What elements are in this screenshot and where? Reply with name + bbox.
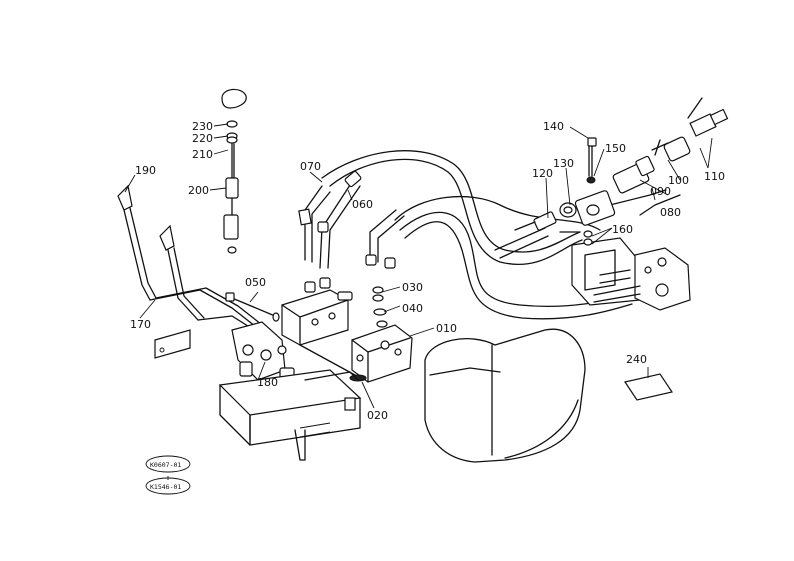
valve-130 [559, 190, 616, 226]
label-180: 180 [257, 376, 278, 389]
rod-050 [225, 292, 280, 322]
label-050: 050 [245, 276, 266, 289]
label-150: 150 [605, 142, 626, 155]
badge-bottom-oval [145, 477, 191, 495]
label-160: 160 [612, 223, 633, 236]
part-labels: 230 220 210 200 190 170 050 070 060 030 … [130, 120, 725, 422]
hose-group [321, 150, 633, 320]
label-080: 080 [660, 206, 681, 219]
lower-frame [218, 369, 362, 461]
lever-190 [117, 184, 157, 301]
fittings-060-070 [298, 170, 405, 269]
label-140: 140 [543, 120, 564, 133]
washer-150 [586, 176, 596, 184]
leader-lines [124, 123, 713, 480]
tank-housing [424, 328, 586, 463]
control-valve-010 [351, 324, 413, 383]
reference-badges: K0607-01 K1546-01 [145, 455, 191, 495]
label-200: 200 [188, 184, 209, 197]
label-090: 090 [650, 185, 671, 198]
label-030: 030 [402, 281, 423, 294]
label-010: 010 [436, 322, 457, 335]
badge-top-oval [145, 455, 191, 473]
label-110: 110 [704, 170, 725, 183]
fitting-090 [612, 155, 655, 194]
badge-bottom-text: K1546-01 [150, 483, 181, 491]
label-240: 240 [626, 353, 647, 366]
label-070: 070 [300, 160, 321, 173]
fitting-100 [651, 136, 691, 162]
label-120: 120 [532, 167, 553, 180]
clevis-180 [231, 321, 295, 385]
label-040: 040 [402, 302, 423, 315]
fitting-120 [494, 211, 557, 259]
bracket-080-line [609, 189, 667, 206]
label-060: 060 [352, 198, 373, 211]
label-100: 100 [668, 174, 689, 187]
label-230: 230 [192, 120, 213, 133]
badge-top-text: K0607-01 [150, 461, 181, 469]
lever-bracket [154, 329, 191, 359]
valve-body-right [559, 230, 691, 311]
label-170: 170 [130, 318, 151, 331]
label-190: 190 [135, 164, 156, 177]
knob-230 [221, 88, 247, 109]
label-130: 130 [553, 157, 574, 170]
label-020: 020 [367, 409, 388, 422]
bolt-140 [587, 137, 597, 177]
gasket-240 [624, 373, 673, 401]
label-210: 210 [192, 148, 213, 161]
label-220: 220 [192, 132, 213, 145]
washers-030-040 [372, 286, 388, 328]
spring-220-210 [226, 120, 238, 179]
valve-block-left [281, 277, 356, 376]
fitting-110 [687, 97, 729, 137]
link-200 [223, 177, 239, 254]
